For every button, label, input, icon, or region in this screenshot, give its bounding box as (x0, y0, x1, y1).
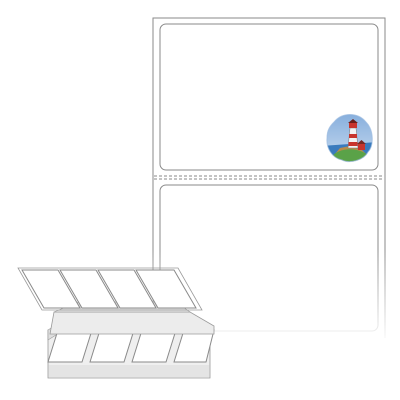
fanfold-top-labels (21, 269, 197, 309)
label-perforation (154, 175, 384, 180)
fanfold-top-sheet-edge (17, 267, 203, 311)
label-top (159, 23, 379, 171)
fanfold-bottom-labels (47, 329, 215, 363)
label-liner (152, 17, 386, 338)
